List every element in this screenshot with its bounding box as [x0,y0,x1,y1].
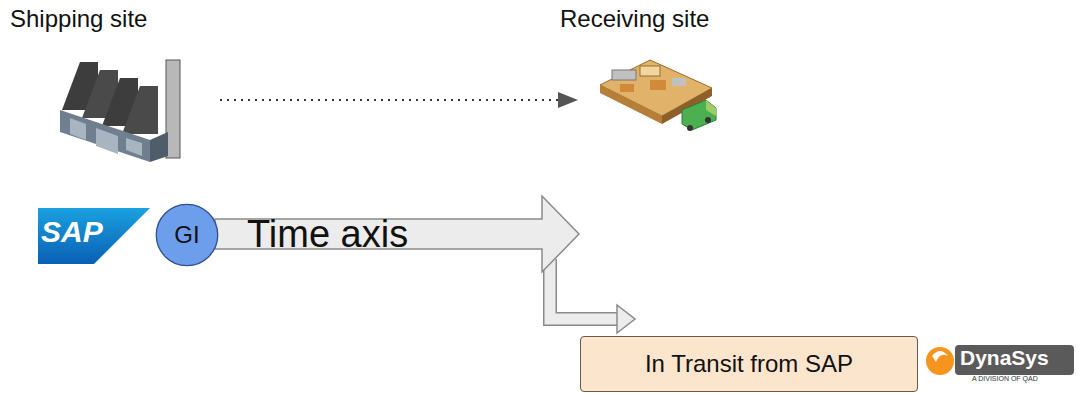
node-text: Time axis [247,213,408,256]
node-text: GI [174,221,199,249]
warehouse-icon [600,60,716,131]
shipment-line [220,99,560,101]
logo-text: SAP [41,215,103,248]
factory-icon [60,60,180,162]
shipment-arrowhead [558,92,578,108]
dynasys-swirl-mark [932,351,948,362]
dynasys-swirl [926,347,954,375]
logo-text: DynaSys [960,346,1049,369]
bent-arrow [550,259,635,333]
time-axis-arrow: Time axis [215,195,580,273]
logo-subtext: A DIVISION OF QAD [972,375,1038,383]
dynasys-plate [955,345,1074,375]
site-label: Receiving site [560,6,709,32]
gi-circle: GI [155,203,219,267]
site-label: Shipping site [10,6,147,32]
in-transit-box: In Transit from SAP [580,336,918,392]
node-text: In Transit from SAP [645,350,853,378]
sap-logo [38,208,150,264]
